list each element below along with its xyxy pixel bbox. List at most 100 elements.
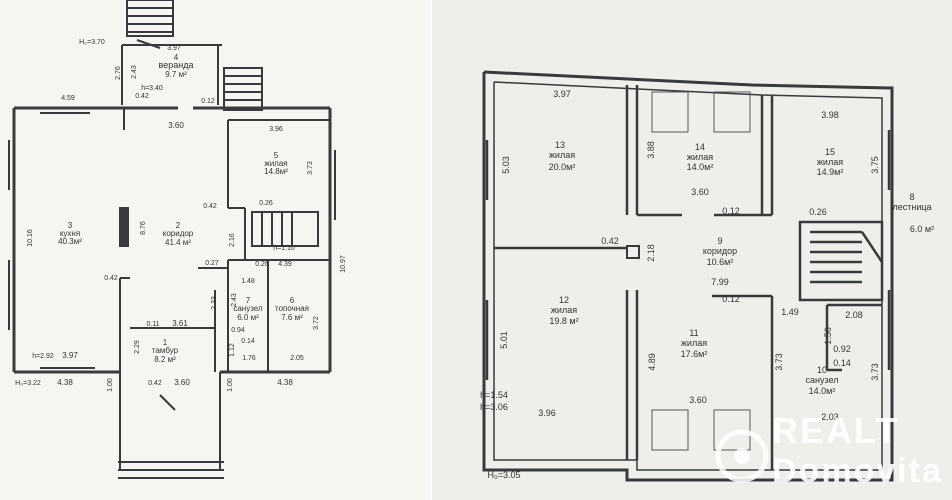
- plan-label: 11: [689, 328, 698, 338]
- plan-label: 2.18: [646, 244, 656, 262]
- plan-label: жилая: [549, 150, 575, 160]
- plan-label: 2.16: [229, 233, 236, 247]
- plan-label: 1.76: [242, 355, 256, 362]
- plan-label: H₀=3.22: [15, 380, 41, 387]
- plan-label: 0.42: [203, 203, 217, 210]
- plan-label: 5: [274, 151, 279, 160]
- plan-label: 0.42: [148, 380, 162, 387]
- plan-label: 4.38: [277, 378, 293, 387]
- plan-label: 3.60: [691, 187, 709, 197]
- plan-label: 10: [817, 365, 827, 375]
- plan-label: 3: [68, 221, 73, 230]
- plan-label: 0.14: [241, 338, 255, 345]
- plan-label: 4: [174, 53, 179, 62]
- plan-label: 0.14: [833, 358, 851, 368]
- plan-label: 3.73: [870, 363, 880, 381]
- plan-label: h=1.54: [480, 390, 508, 400]
- plan-label: 1.12: [229, 343, 236, 357]
- plan-label: 4.39: [278, 261, 292, 268]
- plan-label: 0.26: [255, 261, 269, 268]
- plan-label: 0.26: [809, 207, 827, 217]
- plan-label: жилая: [681, 338, 707, 348]
- plan-label: 14.0м²: [687, 162, 714, 172]
- plan-label: жилая: [687, 152, 713, 162]
- plan-label: 0.42: [104, 275, 118, 282]
- plan-label: коридор: [703, 246, 737, 256]
- plan-label: 4.89: [647, 353, 657, 371]
- plan-label: 2.33: [211, 296, 218, 310]
- plan-label: коридор: [163, 229, 194, 238]
- plan-label: санузел: [233, 304, 263, 313]
- plan-label: 7: [246, 296, 251, 305]
- plan-label: H₀=3.05: [487, 470, 520, 480]
- plan-label: 3.98: [821, 110, 839, 120]
- plan-label: 10.16: [27, 229, 34, 247]
- plan-label: 3.97: [62, 351, 78, 360]
- plan-label: 2.29: [134, 340, 141, 354]
- plan-label: 12: [559, 295, 569, 305]
- plan-label: жилая: [264, 159, 287, 168]
- plan-label: кухня: [60, 229, 80, 238]
- plan-label: 1.00: [227, 378, 234, 392]
- plan-label: 9: [717, 236, 722, 246]
- plan-label: 14.8м²: [264, 167, 288, 176]
- plan-label: топочная: [275, 304, 309, 313]
- plan-label: 20.0м²: [549, 162, 576, 172]
- plan-label: 14: [695, 142, 705, 152]
- plan-label: 1.56: [823, 327, 833, 345]
- plan-label: 0.11: [146, 321, 159, 328]
- plan-label: 3.88: [646, 141, 656, 159]
- plan-label: 41.4 м²: [165, 238, 191, 247]
- plan-label: 0.26: [259, 200, 273, 207]
- plan-label: 15: [825, 147, 835, 157]
- plan-label: 6.0 м²: [237, 313, 259, 322]
- plan-label: 9.7 м²: [165, 70, 187, 79]
- plan-label: 0.27: [205, 260, 219, 267]
- plan-label: лестница: [892, 202, 931, 212]
- plan-label: h=3.40: [141, 85, 163, 92]
- plan-label: 0.42: [601, 236, 619, 246]
- plan-label: 2.03: [821, 412, 839, 422]
- plan-label: 2: [176, 221, 181, 230]
- plan-label: 2.43: [131, 65, 138, 79]
- plan-label: 3.73: [307, 161, 314, 175]
- plan-label: жилая: [551, 305, 577, 315]
- plan-label: 3.72: [313, 316, 320, 330]
- plan-label: h=2.92: [32, 353, 54, 360]
- plan-label: санузел: [806, 375, 839, 385]
- plan-label: 3.60: [689, 395, 707, 405]
- plan-label: 3.60: [168, 121, 184, 130]
- plan-label: 40.3м²: [58, 237, 82, 246]
- plan-label: 3.75: [870, 156, 880, 174]
- plan-label: 1.49: [781, 307, 799, 317]
- plan-label: 3.60: [174, 378, 190, 387]
- plan-label: 17.6м²: [681, 349, 708, 359]
- plan-label: 1.00: [107, 378, 114, 392]
- plan-label: H₀=3.70: [79, 39, 105, 46]
- plan-label: 14.0м²: [809, 386, 836, 396]
- plan-label: 2.76: [115, 66, 122, 80]
- plan-label: 0.12: [201, 98, 215, 105]
- plan-label: 3.61: [172, 319, 188, 328]
- home-logo-icon: [715, 429, 769, 483]
- plan-label: 8: [909, 192, 914, 202]
- plan-label: 14.9м²: [817, 167, 844, 177]
- plan-label: 3.73: [774, 353, 784, 371]
- plan-label: 0.94: [231, 327, 245, 334]
- plan-label: h=1.10: [273, 245, 295, 252]
- plan-label: 4.38: [57, 378, 73, 387]
- plan-label: 2.43: [231, 293, 238, 307]
- plan-label: 6.0 м²: [910, 224, 934, 234]
- plan-label: веранда: [159, 60, 194, 70]
- plan-label: 8.2 м²: [154, 355, 176, 364]
- plan-label: 6: [290, 296, 295, 305]
- plan-label: 13: [555, 140, 565, 150]
- plan-label: 0.12: [722, 294, 740, 304]
- watermark-realt: REALT: [772, 410, 900, 451]
- plan-label: 3.97: [553, 89, 571, 99]
